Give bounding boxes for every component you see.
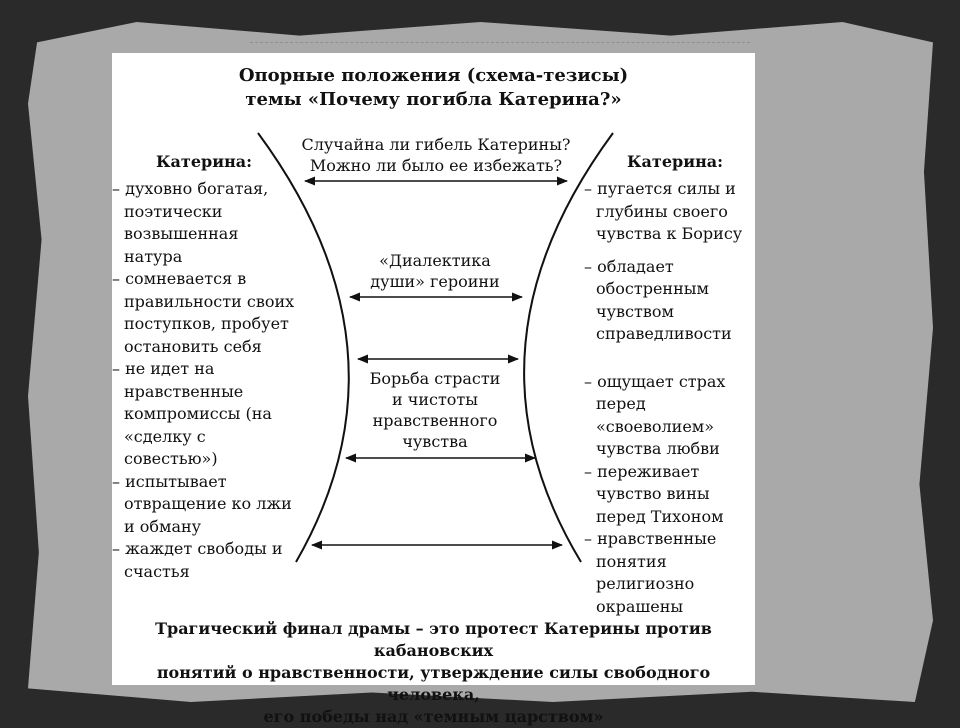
list-item: – сомневается в правильности своих посту… bbox=[112, 269, 295, 356]
list-item: – не идет на нравственные компромиссы (н… bbox=[112, 359, 272, 468]
struggle-line-1: Борьба страсти bbox=[369, 369, 501, 388]
list-item: – нравственные понятия религиозно окраше… bbox=[584, 529, 717, 616]
left-heading: Катерина: bbox=[156, 152, 253, 171]
list-item: – обладает обостренным чувством справедл… bbox=[584, 256, 732, 344]
right-curve bbox=[523, 132, 614, 563]
dialectics-line-1: «Диалектика bbox=[379, 251, 491, 270]
dialectics-label: «Диалектика души» героини bbox=[355, 250, 515, 292]
central-question: Случайна ли гибель Катерины? Можно ли бы… bbox=[290, 134, 582, 176]
left-curve bbox=[257, 132, 350, 563]
list-item: – переживает чувство вины перед Тихоном bbox=[584, 461, 724, 526]
conclusion-line-1: Трагический финал драмы – это протест Ка… bbox=[155, 619, 712, 660]
list-item: – пугается силы и глубины своего чувства… bbox=[584, 179, 743, 243]
struggle-line-4: чувства bbox=[402, 432, 468, 451]
title-line-1: Опорные положения (схема-тезисы) bbox=[238, 65, 629, 86]
struggle-line-3: нравственного bbox=[372, 411, 498, 430]
document-sheet bbox=[112, 53, 755, 685]
list-item: – духовно богатая, поэтически возвышенна… bbox=[112, 179, 269, 266]
title-line-2: темы «Почему погибла Катерина?» bbox=[245, 89, 622, 110]
right-heading: Катерина: bbox=[627, 152, 724, 171]
left-list: – духовно богатая, поэтически возвышенна… bbox=[112, 178, 297, 583]
question-line-2: Можно ли было ее избежать? bbox=[309, 156, 563, 175]
question-line-1: Случайна ли гибель Катерины? bbox=[301, 135, 571, 154]
page-title: Опорные положения (схема-тезисы) темы «П… bbox=[112, 64, 755, 112]
list-item: – испытывает отвращение ко лжи и обману bbox=[112, 471, 292, 536]
conclusion-line-2: понятий о нравственности, утверждение си… bbox=[156, 663, 711, 704]
list-item: – жаждет свободы и счастья bbox=[112, 539, 283, 581]
scan-artifact-line bbox=[250, 42, 750, 55]
struggle-line-2: и чистоты bbox=[391, 390, 479, 409]
list-item: – ощущает страх перед «своеволием» чувст… bbox=[584, 371, 726, 459]
right-list: – пугается силы и глубины своего чувства… bbox=[584, 178, 754, 618]
struggle-label: Борьба страсти и чистоты нравственного ч… bbox=[355, 368, 515, 452]
conclusion: Трагический финал драмы – это протест Ка… bbox=[112, 618, 755, 728]
dialectics-line-2: души» героини bbox=[370, 272, 500, 291]
conclusion-line-3: его победы над «темным царством» bbox=[263, 707, 604, 726]
